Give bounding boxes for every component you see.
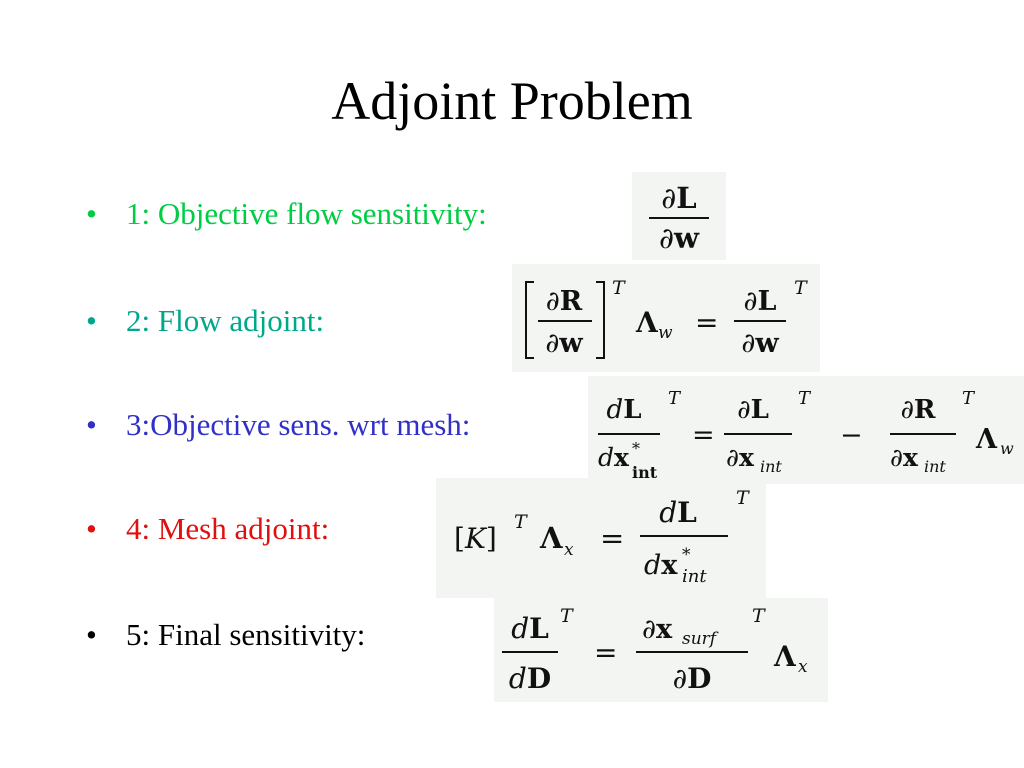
svg-text:dx: dx (598, 443, 630, 472)
svg-text:=: = (600, 521, 624, 555)
svg-text:∂w: ∂w (741, 328, 779, 359)
svg-text:*: * (632, 439, 640, 458)
bullet-marker: • (86, 407, 97, 442)
svg-text:int: int (924, 457, 946, 476)
svg-text:=: = (594, 636, 617, 669)
bullet-marker: • (86, 617, 97, 652)
svg-text:Λ: Λ (539, 521, 563, 555)
svg-text:∂w: ∂w (659, 221, 700, 255)
formula-objective-flow-sensitivity: ∂L ∂w (632, 172, 726, 260)
formula-objective-sens-wrt-mesh: dL dx * int T = ∂L ∂x int T − ∂R ∂x int … (588, 376, 1024, 484)
formula-final-sensitivity: dL dD T = ∂x surf ∂D T Λ x (494, 598, 828, 702)
svg-text:T: T (752, 605, 766, 627)
svg-text:∂L: ∂L (661, 181, 696, 215)
svg-text:∂x: ∂x (642, 614, 673, 645)
bullet-final-sensitivity: • 5: Final sensitivity: (86, 615, 365, 655)
svg-text:∂D: ∂D (673, 662, 712, 695)
bullet-objective-sens-wrt-mesh: • 3:Objective sens. wrt mesh: (86, 405, 470, 445)
svg-text:surf: surf (682, 629, 719, 649)
svg-text:T: T (560, 605, 574, 627)
svg-text:T: T (612, 277, 626, 299)
bullet-text: 2: Flow adjoint: (126, 303, 325, 338)
svg-text:T: T (962, 388, 976, 409)
svg-text:dD: dD (509, 662, 551, 695)
svg-text:T: T (668, 388, 682, 409)
svg-text:Λ: Λ (773, 640, 797, 673)
svg-text:Λ: Λ (975, 424, 998, 455)
bullet-marker: • (86, 511, 97, 546)
svg-text:=: = (692, 420, 715, 451)
svg-text:∂R: ∂R (900, 395, 935, 425)
svg-text:=: = (695, 306, 718, 339)
svg-text:dL: dL (607, 395, 642, 425)
bullet-flow-adjoint: • 2: Flow adjoint: (86, 301, 324, 341)
svg-text:x: x (798, 657, 808, 677)
svg-text:Λ: Λ (635, 306, 659, 339)
bullet-objective-flow-sensitivity: • 1: Objective flow sensitivity: (86, 194, 487, 234)
slide-title: Adjoint Problem (331, 71, 693, 131)
svg-text:dL: dL (659, 496, 697, 529)
svg-text:T: T (794, 277, 808, 299)
svg-text:[K]: [K] (454, 522, 497, 555)
svg-text:int: int (760, 457, 782, 476)
svg-text:∂x: ∂x (890, 443, 919, 472)
svg-text:∂L: ∂L (737, 395, 769, 425)
svg-text:T: T (514, 511, 528, 533)
svg-text:∂L: ∂L (744, 286, 777, 317)
formula-flow-adjoint: ∂R ∂w T Λ w = ∂L ∂w T (512, 264, 820, 372)
bullet-mesh-adjoint: • 4: Mesh adjoint: (86, 509, 329, 549)
svg-text:w: w (658, 323, 673, 343)
bullet-marker: • (86, 303, 97, 338)
svg-text:∂w: ∂w (545, 328, 583, 359)
bullet-text: 1: Objective flow sensitivity: (126, 196, 487, 231)
svg-text:int: int (632, 463, 658, 482)
svg-text:−: − (840, 420, 863, 451)
svg-text:T: T (736, 487, 750, 509)
svg-text:*: * (682, 545, 691, 565)
bullet-text: 4: Mesh adjoint: (126, 511, 330, 546)
svg-text:T: T (798, 388, 812, 409)
bullet-text: 5: Final sensitivity: (126, 617, 366, 652)
svg-text:∂x: ∂x (726, 443, 755, 472)
svg-text:w: w (1000, 439, 1014, 458)
bullet-text: 3:Objective sens. wrt mesh: (126, 407, 471, 442)
formula-mesh-adjoint: [K] T Λ x = dL dx * int T (436, 478, 766, 598)
bullet-marker: • (86, 196, 97, 231)
svg-text:dL: dL (511, 612, 549, 645)
svg-text:dx: dx (644, 550, 678, 581)
svg-text:int: int (682, 566, 707, 587)
svg-text:∂R: ∂R (546, 286, 583, 317)
svg-text:x: x (564, 540, 574, 560)
